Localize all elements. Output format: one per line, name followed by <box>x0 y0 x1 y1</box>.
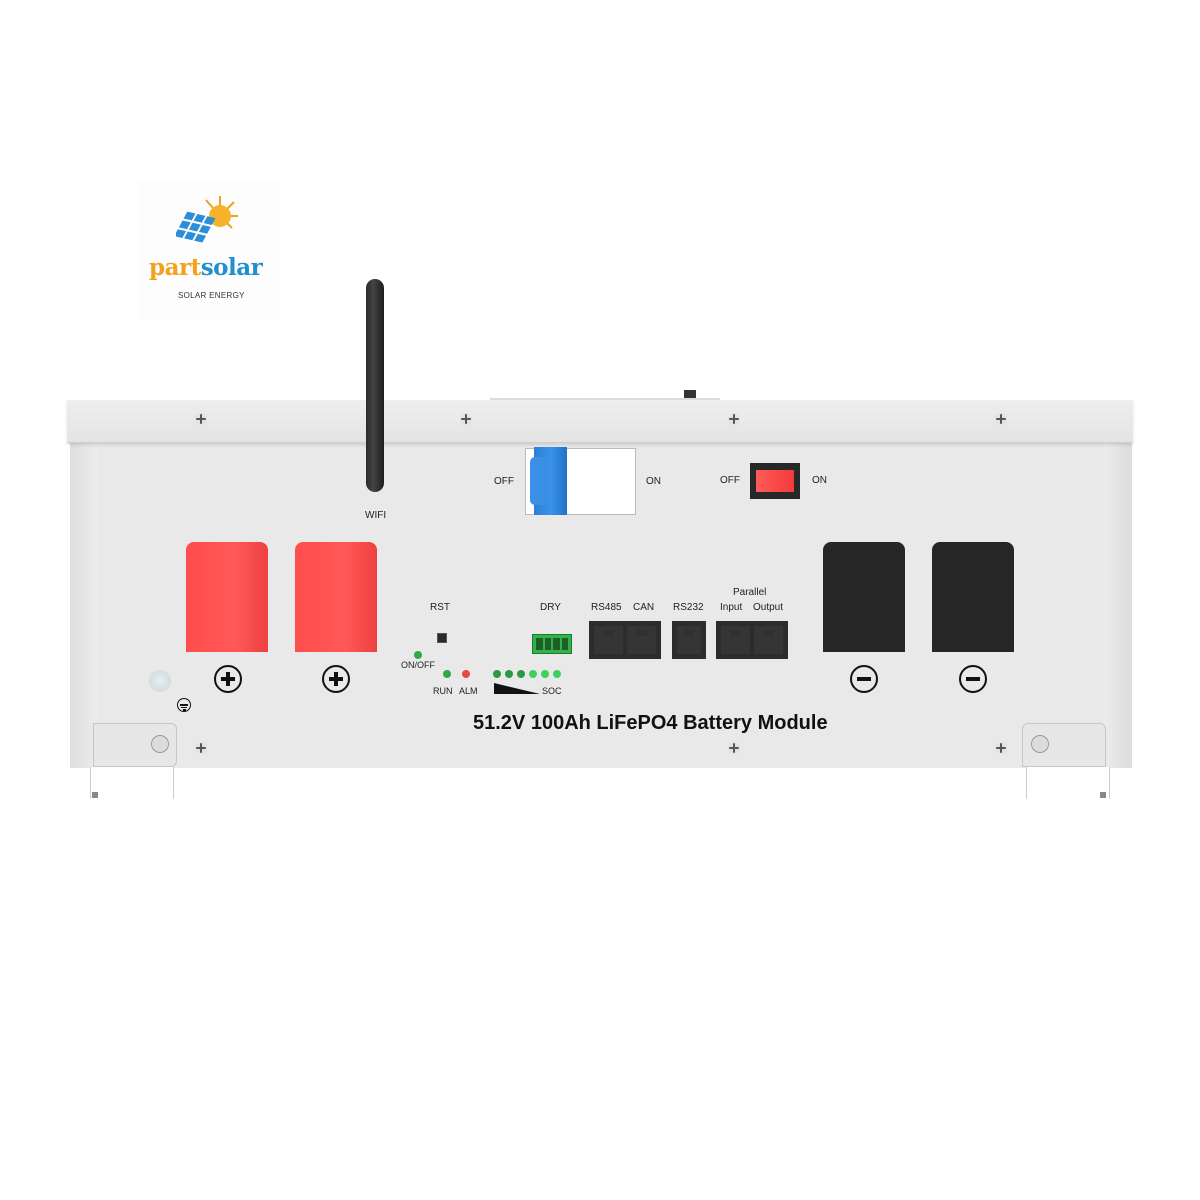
soc-led-5 <box>541 670 549 678</box>
switch-off-label: OFF <box>720 475 740 486</box>
screw-icon <box>195 413 207 425</box>
soc-led-4 <box>529 670 537 678</box>
rs485-port[interactable] <box>594 626 623 654</box>
negative-terminal-1[interactable] <box>823 542 905 652</box>
minus-icon <box>850 665 878 693</box>
negative-terminal-2[interactable] <box>932 542 1014 652</box>
screw-icon <box>728 413 740 425</box>
soc-gauge-icon <box>494 683 540 694</box>
ground-icon <box>177 698 191 712</box>
bracket-flange-right <box>1026 767 1110 799</box>
alm-label: ALM <box>459 686 478 696</box>
reset-button[interactable] <box>437 633 447 643</box>
screw-icon <box>195 742 207 754</box>
rs485-can-ports[interactable] <box>589 621 661 659</box>
solar-panel-sun-icon <box>176 196 238 243</box>
product-title: 51.2V 100Ah LiFePO4 Battery Module <box>473 712 828 734</box>
onoff-led <box>414 651 422 659</box>
plus-icon <box>214 665 242 693</box>
screw-icon <box>460 413 472 425</box>
rs232-port[interactable] <box>672 621 706 659</box>
breaker-grip <box>530 457 548 505</box>
wifi-antenna <box>366 279 384 492</box>
soc-led-6 <box>553 670 561 678</box>
dry-label: DRY <box>540 602 561 613</box>
can-port[interactable] <box>627 626 656 654</box>
bracket-hole <box>92 792 98 798</box>
parallel-label: Parallel <box>733 587 767 598</box>
rs232-label: RS232 <box>673 602 704 613</box>
screw-icon <box>995 413 1007 425</box>
brand-name: partsolar <box>149 254 263 281</box>
rs232-jack[interactable] <box>677 626 701 654</box>
breaker-on-label: ON <box>646 476 661 487</box>
soc-led-2 <box>505 670 513 678</box>
chassis-side-right <box>1104 442 1132 768</box>
rs485-label: RS485 <box>591 602 622 613</box>
bracket-flange-left <box>90 767 174 799</box>
screw-icon <box>995 742 1007 754</box>
run-led <box>443 670 451 678</box>
bracket-hole <box>1100 792 1106 798</box>
switch-on-label: ON <box>812 475 827 486</box>
alm-led <box>462 670 470 678</box>
soc-label: SOC <box>542 686 562 696</box>
chassis-lid <box>67 400 1133 443</box>
parallel-ports[interactable] <box>716 621 788 659</box>
rst-label: RST <box>430 602 450 613</box>
soc-led-1 <box>493 670 501 678</box>
top-knob <box>684 390 696 398</box>
run-label: RUN <box>433 686 453 696</box>
power-switch-rocker[interactable] <box>756 470 794 492</box>
breaker-off-label: OFF <box>494 476 514 487</box>
minus-icon <box>959 665 987 693</box>
parallel-input-port[interactable] <box>721 626 750 654</box>
parallel-output-port[interactable] <box>754 626 783 654</box>
plus-icon <box>322 665 350 693</box>
can-label: CAN <box>633 602 655 613</box>
soc-led-3 <box>517 670 525 678</box>
wifi-label: WIFI <box>365 510 387 521</box>
positive-terminal-1[interactable] <box>186 542 268 652</box>
brand-logo <box>138 180 280 320</box>
chassis-side-left <box>70 442 98 768</box>
dry-contact-port[interactable] <box>532 634 572 654</box>
bracket-screw-icon <box>1031 735 1049 753</box>
brand-tagline: SOLAR ENERGY <box>178 291 245 300</box>
parallel-input-label: Input <box>720 602 743 613</box>
bracket-screw-icon <box>151 735 169 753</box>
positive-terminal-2[interactable] <box>295 542 377 652</box>
onoff-label: ON/OFF <box>401 660 435 670</box>
screw-icon <box>728 742 740 754</box>
parallel-output-label: Output <box>753 602 784 613</box>
ground-bolt <box>149 670 171 692</box>
